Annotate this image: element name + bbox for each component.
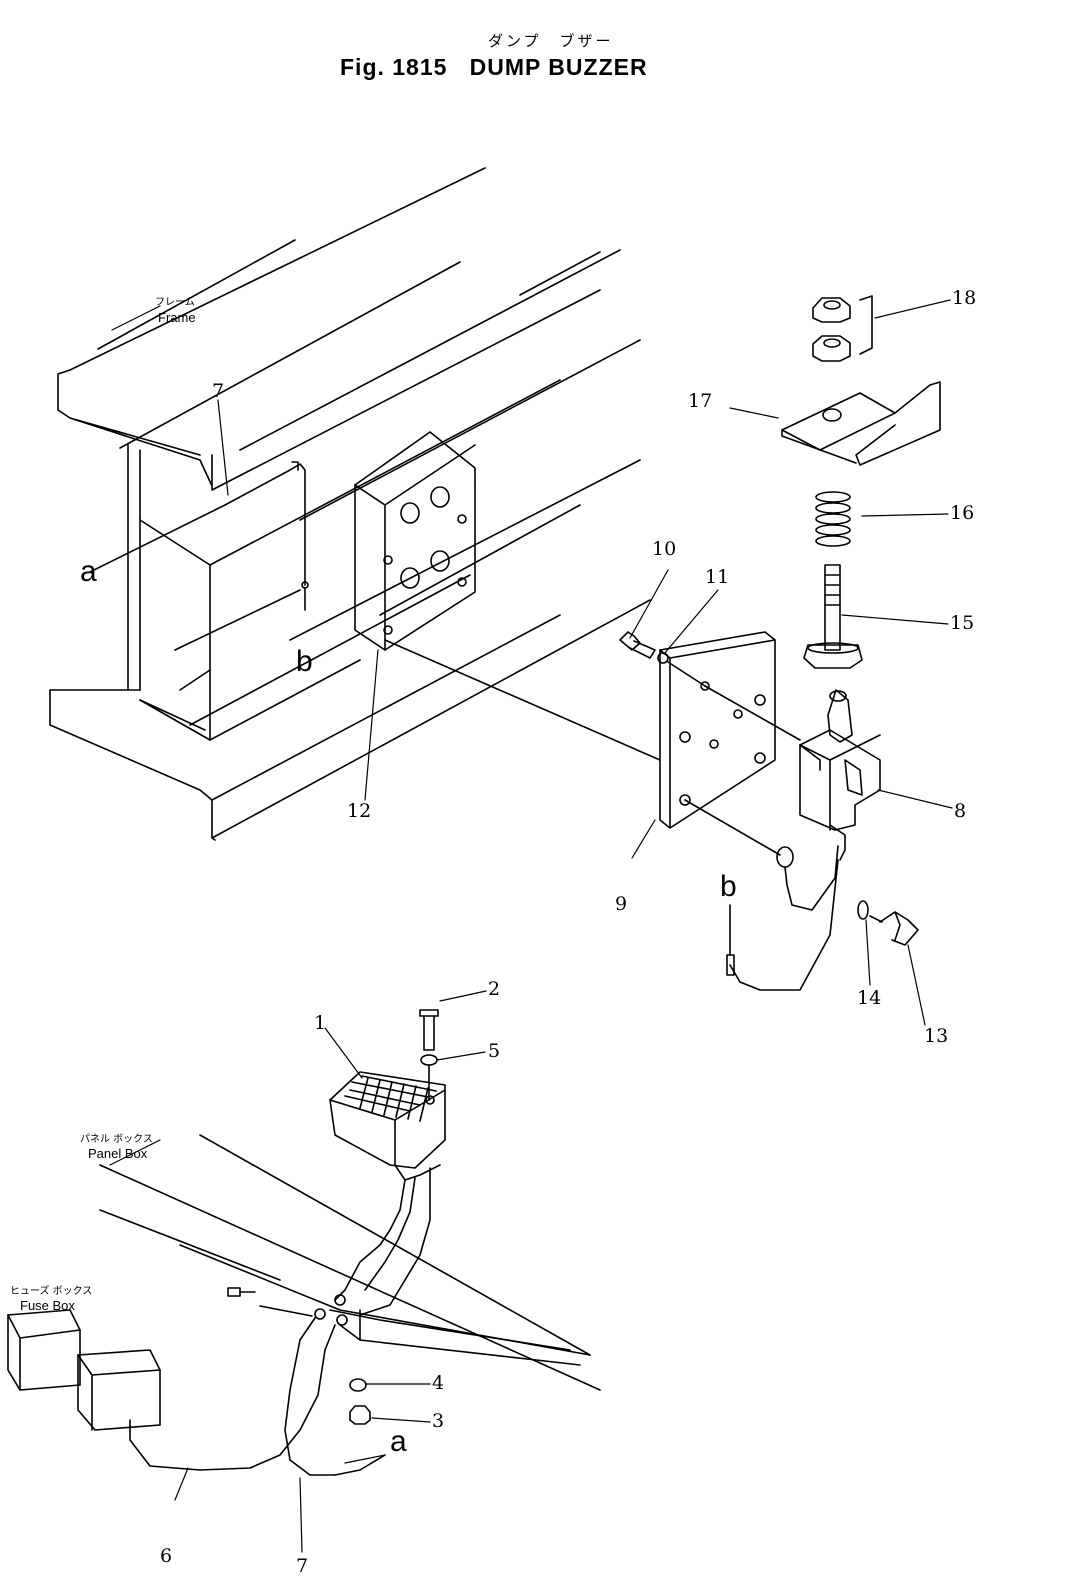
washer-11 [657, 652, 706, 687]
wire-harness-frame [89, 461, 309, 611]
callout-3: 3 [432, 1410, 445, 1432]
callout-8: 8 [954, 800, 967, 822]
washer-5 [420, 1054, 438, 1101]
callout-10: 10 [652, 538, 677, 560]
callout-9: 9 [615, 893, 628, 915]
bracket-17 [781, 381, 941, 466]
fuse-box-label-japanese: ヒューズ ボックス [10, 1286, 93, 1297]
figure-name: DUMP BUZZER [469, 54, 648, 80]
frame-beam [49, 167, 651, 841]
nut-3 [349, 1405, 371, 1425]
callout-6: 6 [160, 1545, 173, 1567]
callout-7-bottom: 7 [296, 1555, 309, 1577]
callout-13: 13 [924, 1025, 949, 1047]
connector-b-switch: b [720, 870, 737, 903]
nuts-18 [812, 295, 873, 362]
connector-a-buzzer: a [390, 1425, 407, 1458]
panel-box [99, 1134, 601, 1391]
callout-15: 15 [950, 612, 975, 634]
bolt-10 [619, 631, 656, 659]
panel-box-label: Panel Box [88, 1146, 148, 1161]
callout-7-top: 7 [212, 380, 225, 402]
fuse-box [7, 1309, 161, 1431]
screw-2 [419, 1009, 439, 1051]
connector-b-frame: b [296, 645, 313, 678]
figure-title-japanese: ダンプ ブザー [488, 32, 614, 50]
mounting-block [354, 431, 661, 761]
buzzer-unit [329, 1071, 446, 1181]
leader-lines [109, 299, 953, 1553]
frame-label: Frame [158, 310, 196, 325]
nut-4 [349, 1378, 367, 1392]
callout-4: 4 [432, 1372, 445, 1394]
frame-label-japanese: フレーム [155, 297, 195, 308]
buzzer-wires [129, 1167, 431, 1476]
panel-box-label-japanese: パネル ボックス [80, 1134, 153, 1145]
limit-switch [799, 689, 881, 861]
callout-2: 2 [488, 978, 501, 1000]
wire-harness-switch [726, 845, 919, 991]
callout-14: 14 [857, 987, 882, 1009]
callout-5: 5 [488, 1040, 501, 1062]
callout-12: 12 [347, 800, 372, 822]
callout-1: 1 [314, 1012, 327, 1034]
fuse-box-label: Fuse Box [20, 1298, 75, 1313]
figure-title: Fig. 1815 DUMP BUZZER [340, 54, 648, 81]
callout-16: 16 [950, 502, 975, 524]
callout-18: 18 [952, 287, 977, 309]
switch-plate [659, 631, 801, 856]
connector-a-frame: a [80, 555, 97, 588]
callout-17: 17 [688, 390, 713, 412]
callout-11: 11 [705, 566, 730, 588]
plunger-pin [803, 564, 863, 669]
figure-number: Fig. 1815 [340, 54, 448, 80]
spring-16 [815, 491, 851, 547]
